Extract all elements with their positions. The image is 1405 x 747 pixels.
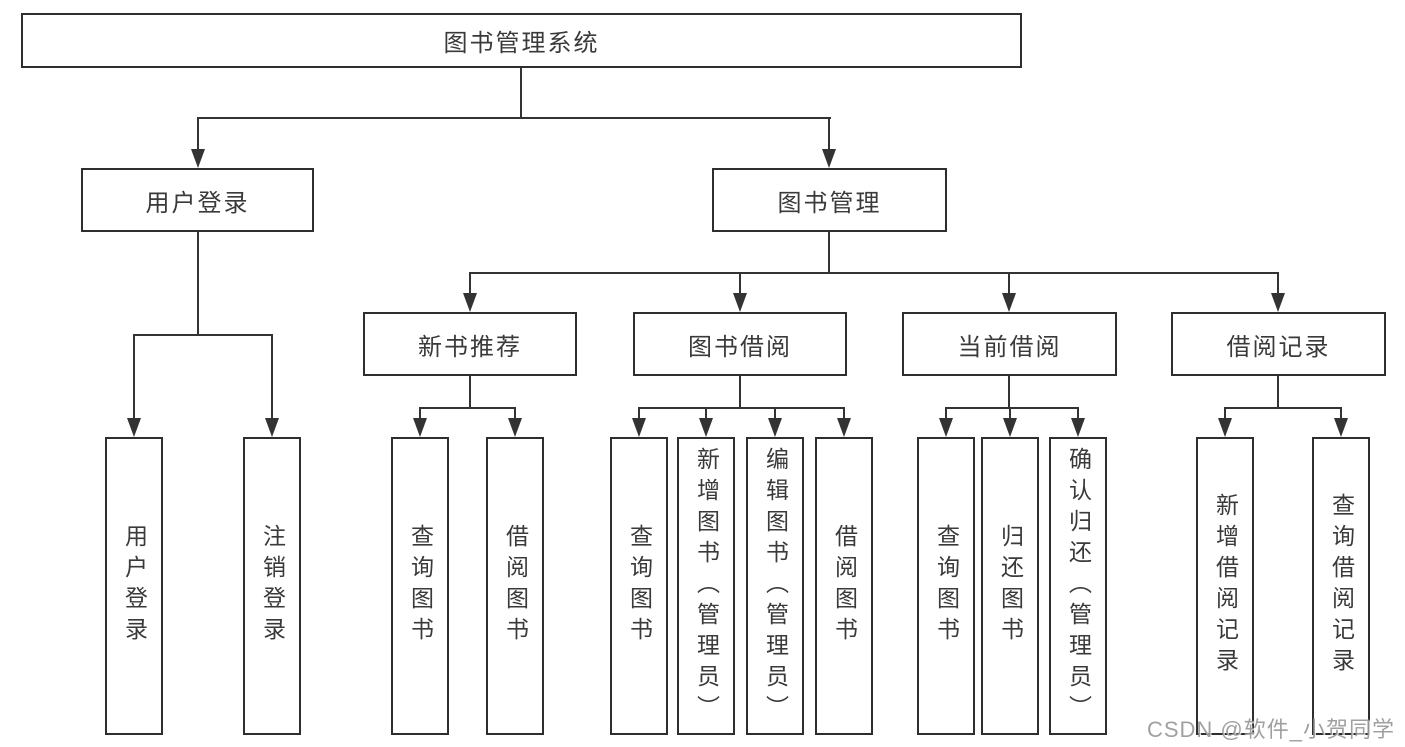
- node-label: 新增借阅记录: [1212, 493, 1239, 679]
- node-label: 当前借阅: [957, 333, 1062, 361]
- connector-line: [1340, 407, 1342, 420]
- connector-line: [419, 407, 421, 420]
- connector-line: [828, 117, 830, 152]
- leaf-borrow-books-recommend: 借阅图书: [486, 437, 544, 735]
- arrow-down-icon: [1002, 293, 1016, 312]
- node-label: 归还图书: [997, 524, 1024, 648]
- connector-line: [739, 272, 741, 295]
- node-label: 确认归还（管理员）: [1065, 446, 1092, 726]
- node-label: 图书管理系统: [443, 30, 600, 57]
- arrow-down-icon: [1334, 418, 1348, 437]
- connector-line: [133, 334, 135, 419]
- node-label: 借阅图书: [831, 524, 858, 648]
- connector-line: [1009, 407, 1011, 420]
- leaf-add-book-admin: 新增图书（管理员）: [677, 437, 735, 735]
- arrow-down-icon: [768, 418, 782, 437]
- arrow-down-icon: [1003, 418, 1017, 437]
- leaf-edit-book-admin: 编辑图书（管理员）: [746, 437, 804, 735]
- arrow-down-icon: [837, 418, 851, 437]
- node-label: 查询图书: [626, 524, 653, 648]
- node-label: 图书管理: [777, 189, 882, 217]
- leaf-query-books-borrowing: 查询图书: [610, 437, 668, 735]
- connector-line: [1008, 272, 1010, 295]
- arrow-down-icon: [127, 418, 141, 437]
- connector-line: [469, 272, 471, 295]
- connector-line: [197, 117, 831, 119]
- connector-line: [1224, 407, 1226, 420]
- node-label: 新增图书（管理员）: [693, 446, 720, 726]
- connector-line: [1008, 376, 1010, 409]
- connector-line: [1277, 376, 1279, 409]
- leaf-confirm-return-admin: 确认归还（管理员）: [1049, 437, 1107, 735]
- connector-line: [774, 407, 776, 420]
- connector-line: [705, 407, 707, 420]
- connector-line: [1077, 407, 1079, 420]
- arrow-down-icon: [508, 418, 522, 437]
- connector-line: [469, 272, 1279, 274]
- connector-line: [469, 376, 471, 409]
- node-label: 编辑图书（管理员）: [762, 446, 789, 726]
- connector-line: [133, 334, 273, 336]
- arrow-down-icon: [733, 293, 747, 312]
- arrow-down-icon: [413, 418, 427, 437]
- csdn-watermark: CSDN @软件_小贺同学: [1146, 717, 1395, 742]
- leaf-add-borrow-record: 新增借阅记录: [1196, 437, 1254, 735]
- node-label: 用户登录: [121, 524, 148, 648]
- node-label: 图书借阅: [688, 333, 792, 361]
- connector-line: [638, 407, 640, 420]
- connector-line: [419, 407, 516, 409]
- node-current-borrowing: 当前借阅: [902, 312, 1117, 376]
- connector-line: [520, 68, 522, 119]
- node-label: 借阅图书: [502, 524, 529, 648]
- connector-line: [828, 232, 830, 274]
- arrow-down-icon: [463, 293, 477, 312]
- node-borrowing-records: 借阅记录: [1171, 312, 1386, 376]
- arrow-down-icon: [939, 418, 953, 437]
- leaf-query-borrow-record: 查询借阅记录: [1312, 437, 1370, 735]
- connector-line: [638, 407, 845, 409]
- connector-line: [197, 117, 199, 152]
- arrow-down-icon: [632, 418, 646, 437]
- arrow-down-icon: [1071, 418, 1085, 437]
- connector-line: [514, 407, 516, 420]
- node-new-book-recommendation: 新书推荐: [363, 312, 577, 376]
- leaf-borrow-books-borrowing: 借阅图书: [815, 437, 873, 735]
- arrow-down-icon: [191, 149, 205, 168]
- node-label: 查询借阅记录: [1328, 493, 1355, 679]
- leaf-user-login: 用户登录: [105, 437, 163, 735]
- connector-line: [271, 334, 273, 419]
- arrow-down-icon: [1271, 293, 1285, 312]
- node-label: 查询图书: [933, 524, 960, 648]
- node-label: 注销登录: [259, 524, 286, 648]
- connector-line: [197, 232, 199, 336]
- connector-line: [843, 407, 845, 420]
- node-label: 新书推荐: [418, 333, 522, 361]
- leaf-query-books-recommend: 查询图书: [391, 437, 449, 735]
- leaf-query-books-current: 查询图书: [917, 437, 975, 735]
- arrow-down-icon: [1218, 418, 1232, 437]
- node-label: 借阅记录: [1226, 333, 1331, 361]
- connector-line: [945, 407, 947, 420]
- node-library-management-system: 图书管理系统: [21, 13, 1022, 68]
- connector-line: [739, 376, 741, 409]
- node-user-login: 用户登录: [81, 168, 314, 232]
- arrow-down-icon: [822, 149, 836, 168]
- node-book-borrowing: 图书借阅: [633, 312, 847, 376]
- connector-line: [945, 407, 1079, 409]
- node-label: 查询图书: [407, 524, 434, 648]
- leaf-return-books: 归还图书: [981, 437, 1039, 735]
- arrow-down-icon: [699, 418, 713, 437]
- node-book-management: 图书管理: [712, 168, 947, 232]
- node-label: 用户登录: [145, 189, 250, 217]
- leaf-logout: 注销登录: [243, 437, 301, 735]
- connector-line: [1224, 407, 1342, 409]
- connector-line: [1277, 272, 1279, 295]
- arrow-down-icon: [265, 418, 279, 437]
